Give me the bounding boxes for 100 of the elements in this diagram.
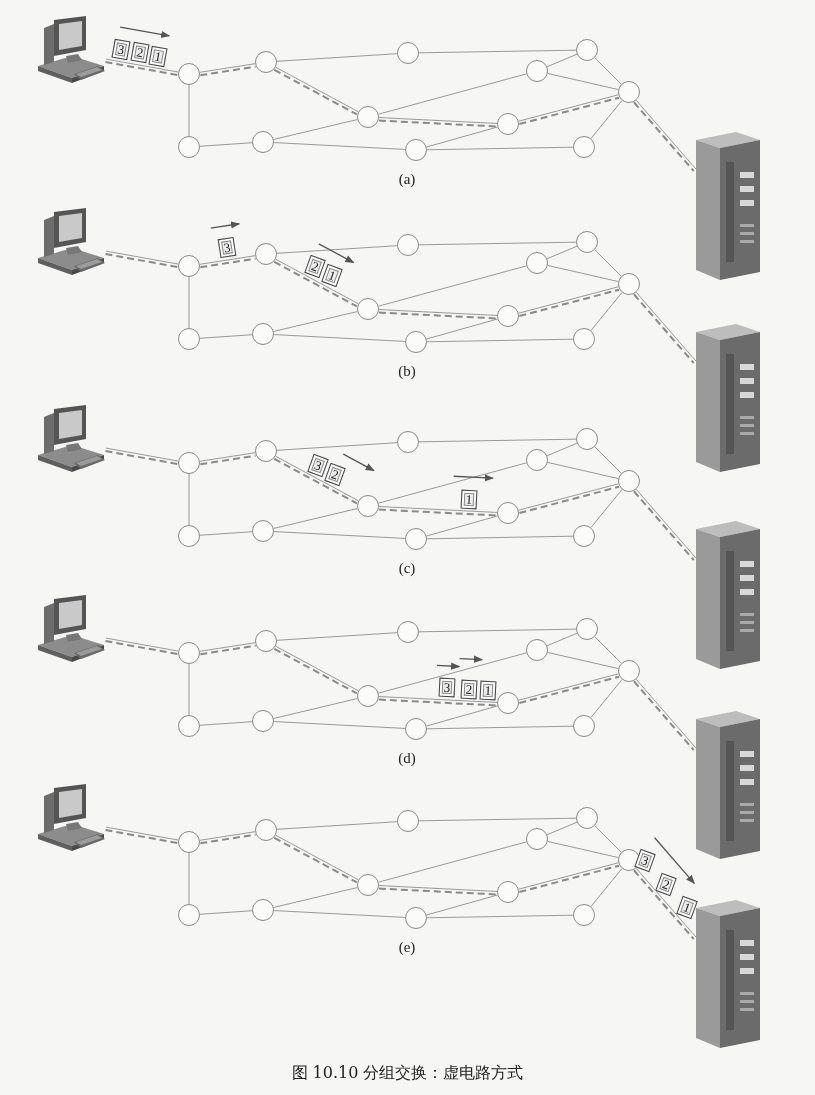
network-node (252, 131, 274, 153)
network-node (497, 113, 519, 135)
link-line (546, 821, 578, 836)
network-node (405, 718, 427, 740)
panel-label: (d) (397, 750, 417, 767)
network-node (526, 60, 548, 82)
packet-box: 2 (655, 872, 677, 896)
network-node (252, 520, 274, 542)
network-node (573, 525, 595, 547)
link-line (594, 825, 622, 853)
link-line (426, 126, 498, 148)
link-line (378, 117, 498, 124)
link-line (426, 914, 574, 919)
network-node (397, 42, 419, 64)
packet-box: 2 (460, 679, 478, 699)
link-line (199, 831, 256, 841)
link-line (188, 852, 190, 905)
network-node (573, 715, 595, 737)
link-line (188, 84, 190, 137)
network-node (405, 331, 427, 353)
server-drawing (696, 711, 760, 859)
link-line (188, 663, 190, 716)
link-line (590, 679, 623, 718)
link-line (273, 311, 358, 332)
network-node (497, 692, 519, 714)
network-node (526, 828, 548, 850)
network-node (357, 298, 379, 320)
link-line (418, 628, 577, 633)
network-node (526, 449, 548, 471)
link-line (426, 535, 574, 540)
link-line (546, 245, 578, 260)
network-node (252, 710, 274, 732)
network-node (357, 495, 379, 517)
link-line (378, 506, 498, 513)
packet-box: 3 (217, 237, 237, 259)
network-node (405, 139, 427, 161)
link-line (273, 508, 358, 529)
link-line (426, 146, 574, 151)
network-node (178, 452, 200, 474)
link-line (273, 531, 406, 539)
link-line (418, 49, 577, 54)
server-drawing (696, 132, 760, 280)
network-node (357, 874, 379, 896)
virtual-circuit-line (199, 65, 257, 77)
virtual-circuit-line (377, 311, 498, 320)
server-drawing (696, 900, 760, 1048)
network-node (526, 252, 548, 274)
link-line (378, 841, 527, 883)
network-node (405, 528, 427, 550)
virtual-circuit-line (199, 257, 257, 269)
virtual-circuit-line (377, 698, 498, 707)
link-line (426, 894, 498, 916)
link-line (426, 318, 498, 340)
virtual-circuit-line (377, 508, 498, 517)
link-line (594, 249, 622, 277)
link-line (199, 334, 253, 339)
network-node (178, 715, 200, 737)
network-node (178, 525, 200, 547)
network-node (178, 255, 200, 277)
link-line (276, 821, 398, 830)
network-node (255, 630, 277, 652)
link-line (199, 63, 256, 73)
link-line (594, 57, 622, 85)
link-line (378, 73, 527, 115)
virtual-circuit-line (377, 119, 498, 128)
network-node (357, 106, 379, 128)
link-line (590, 292, 623, 331)
link-line (418, 241, 577, 246)
link-line (594, 636, 622, 664)
network-node (397, 431, 419, 453)
network-node (497, 502, 519, 524)
network-node (618, 470, 640, 492)
link-line (199, 910, 253, 915)
link-line (378, 462, 527, 504)
server-drawing (696, 521, 760, 669)
network-node (618, 849, 640, 871)
link-line (273, 142, 406, 150)
link-line (546, 632, 578, 647)
network-node (573, 136, 595, 158)
network-node (178, 904, 200, 926)
network-node (576, 618, 598, 640)
network-node (252, 323, 274, 345)
link-line (426, 515, 498, 537)
network-node (178, 136, 200, 158)
link-line (426, 725, 574, 730)
link-line (547, 265, 619, 282)
link-line (188, 276, 190, 329)
link-line (276, 245, 398, 254)
link-line (199, 531, 253, 536)
packet-box: 3 (634, 848, 656, 872)
link-line (199, 142, 253, 147)
packet-box: 1 (321, 264, 343, 288)
panel-label: (a) (397, 171, 417, 188)
link-line (378, 652, 527, 694)
network-node (618, 273, 640, 295)
packet-box: 3 (111, 38, 131, 61)
virtual-circuit-line (199, 454, 257, 466)
network-node (357, 685, 379, 707)
network-node (178, 642, 200, 664)
link-line (273, 698, 358, 719)
